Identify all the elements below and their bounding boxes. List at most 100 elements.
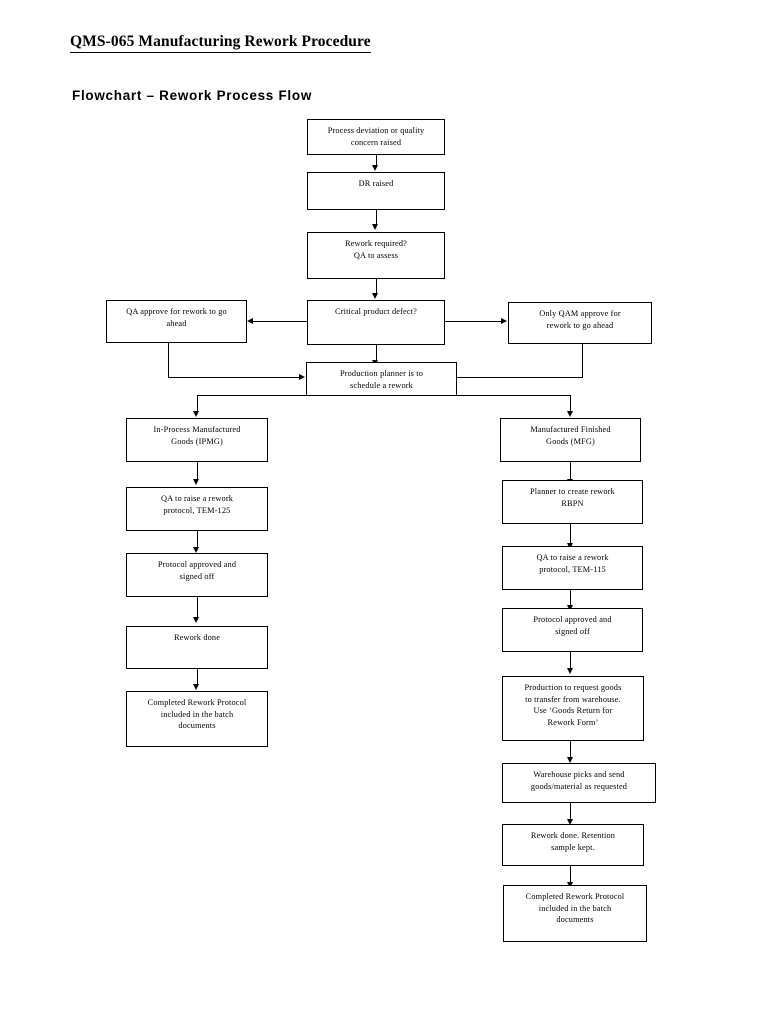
edge-n4-n5-line xyxy=(253,321,307,323)
node-line: included in the batch xyxy=(538,903,612,913)
node-line: Production planner is to xyxy=(339,369,424,378)
node-line: protocol, TEM-115 xyxy=(539,564,606,574)
flow-node-completed-protocol-right[interactable]: Completed Rework Protocol included in th… xyxy=(503,885,647,942)
flow-node-planner-rbpn[interactable]: Planner to create rework RBPN xyxy=(502,480,643,524)
flow-node-production-request-goods[interactable]: Production to request goods to transfer … xyxy=(502,676,644,741)
flow-node-warehouse-picks[interactable]: Warehouse picks and send goods/material … xyxy=(502,763,656,803)
node-line: protocol, TEM-125 xyxy=(163,505,231,515)
flow-node-qa-approve[interactable]: QA approve for rework to go ahead xyxy=(106,300,247,343)
edge-n7-n8-arrow xyxy=(193,411,200,417)
flow-node-rework-required[interactable]: Rework required? QA to assess xyxy=(307,232,445,279)
edge-n19-n20-line xyxy=(569,866,571,884)
flow-node-completed-protocol-left[interactable]: Completed Rework Protocol included in th… xyxy=(126,691,268,747)
edge-n10-n12-line xyxy=(196,530,198,549)
flow-node-rework-done-left[interactable]: Rework done xyxy=(126,626,268,669)
edge-n4-n6-line xyxy=(444,321,502,323)
flow-node-process-deviation[interactable]: Process deviation or quality concern rai… xyxy=(307,119,445,155)
node-line: QA to raise a rework xyxy=(160,494,234,503)
edge-n9-n11-line xyxy=(569,461,571,481)
edge-n13-n15-line xyxy=(569,589,571,607)
node-line: QA approve for rework to go xyxy=(126,307,227,316)
edge-n12-n14-arrow xyxy=(193,617,200,623)
edge-n7-n8-vline xyxy=(196,395,198,412)
node-line: Warehouse picks and send xyxy=(533,770,625,779)
edge-n2-n3-arrow xyxy=(372,224,379,230)
node-line: Only QAM approve for xyxy=(539,309,621,318)
edge-n14-n16-line xyxy=(196,669,198,686)
edge-n7-n9-hline xyxy=(443,395,571,397)
node-line: Rework required? xyxy=(344,239,408,248)
node-line: Use ‘Goods Return for xyxy=(533,706,613,715)
edge-n7-n9-arrow xyxy=(566,411,573,417)
page-title: QMS-065 Manufacturing Rework Procedure xyxy=(70,33,371,53)
node-line: documents xyxy=(178,721,216,730)
node-line: Planner to create rework xyxy=(530,487,615,496)
node-line: documents xyxy=(556,915,594,924)
edge-n7-n9-vline xyxy=(569,395,571,412)
edge-n7-n8-hline xyxy=(196,395,313,397)
flow-node-qa-protocol-tem125[interactable]: QA to raise a rework protocol, TEM-125 xyxy=(126,487,268,531)
edge-n6-n7-hline xyxy=(457,377,582,379)
edge-n14-n16-arrow xyxy=(193,684,200,690)
node-line: Protocol approved and xyxy=(157,560,237,569)
edge-n15-n17-arrow xyxy=(566,668,573,674)
node-line: to transfer from warehouse. xyxy=(525,694,621,704)
edge-n17-n18-arrow xyxy=(566,757,573,763)
node-line: Critical product defect? xyxy=(335,307,417,316)
edge-n6-n7-vline xyxy=(581,344,583,378)
node-line: RBPN xyxy=(561,498,584,508)
node-line: Rework Form’ xyxy=(547,717,599,727)
edge-n8-n10-line xyxy=(196,461,198,481)
node-line: Goods (MFG) xyxy=(546,436,595,446)
edge-n5-n7-hline xyxy=(167,377,301,379)
flow-node-rework-done-retention[interactable]: Rework done. Retention sample kept. xyxy=(502,824,644,866)
node-line: Process deviation or quality xyxy=(327,126,425,135)
node-line: In-Process Manufactured xyxy=(153,425,241,434)
node-line: DR raised xyxy=(358,179,394,188)
flow-node-qam-approve[interactable]: Only QAM approve for rework to go ahead xyxy=(508,302,652,344)
node-line: sample kept. xyxy=(551,842,595,852)
flow-node-protocol-approved-left[interactable]: Protocol approved and signed off xyxy=(126,553,268,597)
edge-n8-n10-arrow xyxy=(193,479,200,485)
node-line: Protocol approved and xyxy=(533,615,612,624)
node-line: Production to request goods xyxy=(524,683,622,692)
node-line: QA to raise a rework xyxy=(536,553,609,562)
edge-n4-n6-arrow xyxy=(501,318,507,324)
edge-n5-n7-arrow xyxy=(299,374,305,380)
flow-node-mfg[interactable]: Manufactured Finished Goods (MFG) xyxy=(500,418,641,462)
node-line: Rework done. Retention xyxy=(530,831,616,840)
node-line: Goods (IPMG) xyxy=(171,436,223,446)
edge-n2-n3-line xyxy=(375,209,377,225)
edge-n10-n12-arrow xyxy=(193,547,200,553)
edge-n18-n19-arrow xyxy=(566,819,573,825)
node-line: Manufactured Finished xyxy=(530,425,611,434)
flow-node-ipmg[interactable]: In-Process Manufactured Goods (IPMG) xyxy=(126,418,268,462)
flow-node-qa-protocol-tem115[interactable]: QA to raise a rework protocol, TEM-115 xyxy=(502,546,643,590)
edge-n3-n4-line xyxy=(375,278,377,295)
node-line: ahead xyxy=(166,318,187,328)
flow-node-protocol-approved-right[interactable]: Protocol approved and signed off xyxy=(502,608,643,652)
edge-n1-n2-line xyxy=(375,154,377,166)
node-line: signed off xyxy=(179,571,215,581)
edge-n15-n17-line xyxy=(569,652,571,670)
node-line: schedule a rework xyxy=(350,380,413,390)
edge-n12-n14-line xyxy=(196,596,198,619)
flow-node-critical-product-defect[interactable]: Critical product defect? xyxy=(307,300,445,345)
edge-n18-n19-line xyxy=(569,803,571,821)
flow-node-production-planner[interactable]: Production planner is to schedule a rewo… xyxy=(306,362,457,396)
node-line: QA to assess xyxy=(353,250,399,260)
edge-n3-n4-arrow xyxy=(372,293,379,299)
node-line: Completed Rework Protocol xyxy=(147,698,247,707)
node-line: goods/material as requested xyxy=(530,781,628,791)
node-line: included in the batch xyxy=(160,709,234,719)
edge-n11-n13-line xyxy=(569,523,571,545)
edge-n1-n2-arrow xyxy=(372,165,379,171)
flow-node-dr-raised[interactable]: DR raised xyxy=(307,172,445,210)
edge-n4-n5-arrow xyxy=(247,318,253,324)
node-line: rework to go ahead xyxy=(546,320,614,330)
node-line: Rework done xyxy=(173,633,221,642)
edge-n17-n18-line xyxy=(569,741,571,759)
node-line: concern raised xyxy=(350,137,402,147)
edge-n4-n7-line xyxy=(375,345,377,362)
